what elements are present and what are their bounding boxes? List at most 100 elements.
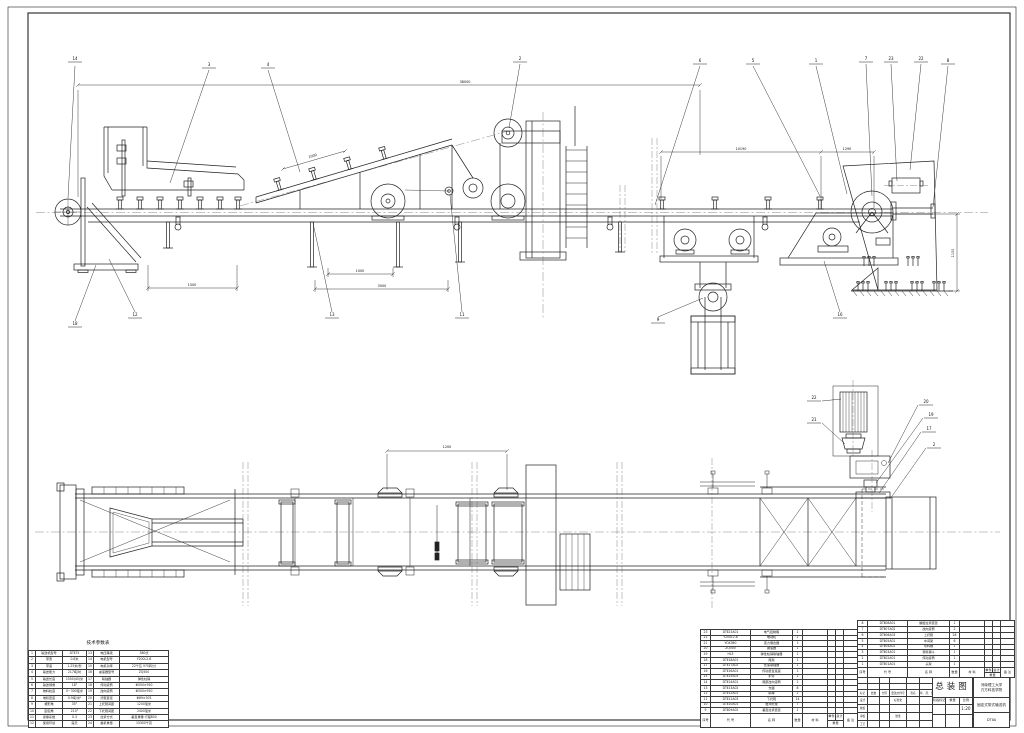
ground-line: [851, 281, 953, 297]
dimension-value: 38000: [460, 80, 471, 84]
drive-unit-plan: [832, 380, 891, 512]
dimension-value: 1100: [951, 249, 955, 258]
plan-cross-ties: [290, 488, 471, 576]
plan-hopper: [109, 507, 244, 558]
feed-hopper: [103, 126, 245, 197]
param-cell: 整机重量: [93, 720, 120, 728]
section-centerlines: [619, 138, 658, 255]
motor-plan: [839, 391, 868, 433]
param-cell: 24: [86, 720, 94, 728]
balloon-label: 22: [918, 56, 924, 61]
plan-idler-rolls: [278, 499, 525, 567]
balloon-label: 5: [752, 58, 755, 63]
tail-assembly: [54, 177, 142, 273]
plan-chute: [525, 464, 591, 606]
reducer-plan: [849, 455, 891, 479]
org-line2: 万方科技学院: [980, 687, 1003, 692]
organization: 河南理工大学 万方科技学院: [973, 677, 1010, 698]
drawing-number: DTⅡA: [973, 712, 1010, 728]
org-line1: 河南理工大学: [980, 683, 1003, 688]
plan-dimension: [385, 449, 509, 490]
plan-section-lines: [242, 458, 713, 610]
title-block-center: 总装图 阶段标记 重量 比例 1:20: [931, 677, 974, 728]
side-view: [36, 63, 988, 375]
balloon-label: 3: [208, 62, 211, 67]
sheet-border: [7, 6, 1017, 727]
balloon-label: 22: [811, 395, 817, 400]
title-block-signatures: 标记处数分区更改文件号签名年、月、日设计标准化校核审核批准工艺: [857, 677, 933, 728]
balloon-label: 8: [947, 58, 950, 63]
impact-idler-stands: [115, 196, 243, 210]
pulley-cluster: [370, 118, 526, 221]
balloon-label: 7: [865, 56, 868, 61]
dimension-value: 1500: [188, 283, 197, 287]
ladder: [565, 106, 588, 248]
plan-leader-lines: [821, 398, 927, 500]
scale-value: 1:20: [958, 704, 974, 715]
param-cell: 15300千克: [119, 720, 169, 728]
balloon-label: 18: [72, 321, 78, 326]
dimension-value: 1000: [356, 269, 365, 273]
balloon-label: 6: [699, 58, 702, 63]
balloon-label: 1: [815, 58, 818, 63]
drive-station: [779, 190, 936, 267]
weight-label: 重量: [945, 697, 960, 705]
balloon-label: 2: [519, 56, 522, 61]
balloon-label: 2: [933, 442, 936, 447]
fluid-coupling-plan: [841, 433, 866, 454]
leader-lines: [67, 63, 949, 322]
balloon-label: 16: [837, 312, 843, 317]
discharge-chute: [501, 112, 567, 318]
return-idler-hangers: [174, 216, 769, 231]
gravity-take-up: [659, 216, 759, 375]
title-block-right: 河南理工大学 万方科技学院 固定式带式输送机 DTⅡA: [973, 677, 1010, 728]
dimension-lines: [76, 83, 960, 293]
electrical-panel: [842, 160, 938, 291]
plan-head-pulley: [861, 488, 937, 578]
dimension-value: 10190: [736, 147, 747, 151]
balloon-label: 20: [923, 399, 929, 404]
dimension-labels: 38000 1500 1000 3000 10190 1290 1100 1200 1000: [188, 80, 955, 449]
dimension-value: 1000: [308, 153, 317, 159]
plan-tail: [56, 482, 236, 582]
scale-label: 比例: [958, 697, 974, 705]
params-table-title: 技术参数表: [86, 641, 110, 646]
balloon-label: 14: [72, 56, 78, 61]
balloon-label: 21: [811, 417, 817, 422]
drawing-title: 总装图: [932, 677, 973, 698]
balloon-label: 13: [329, 312, 335, 317]
balloon-label: 4: [267, 62, 270, 67]
plan-takeup-rod: [434, 505, 440, 561]
dimension-value: 1200: [443, 445, 452, 449]
dimension-value: 1290: [843, 147, 852, 151]
balloon-label: 23: [888, 56, 894, 61]
dimension-value: 3000: [378, 284, 387, 288]
balloon-label: 12: [132, 312, 138, 317]
product-name: 固定式带式输送机: [973, 697, 1010, 713]
plan-frame: [75, 493, 886, 571]
param-cell: 露天: [62, 720, 87, 728]
param-cell: 12: [28, 720, 36, 728]
balloon-label: 11: [459, 312, 465, 317]
param-cell: 使用环境: [35, 720, 63, 728]
plan-right-mounts: [700, 470, 773, 594]
balloon-label: 17: [926, 426, 932, 431]
carrying-idler-stands-right: [657, 196, 825, 210]
